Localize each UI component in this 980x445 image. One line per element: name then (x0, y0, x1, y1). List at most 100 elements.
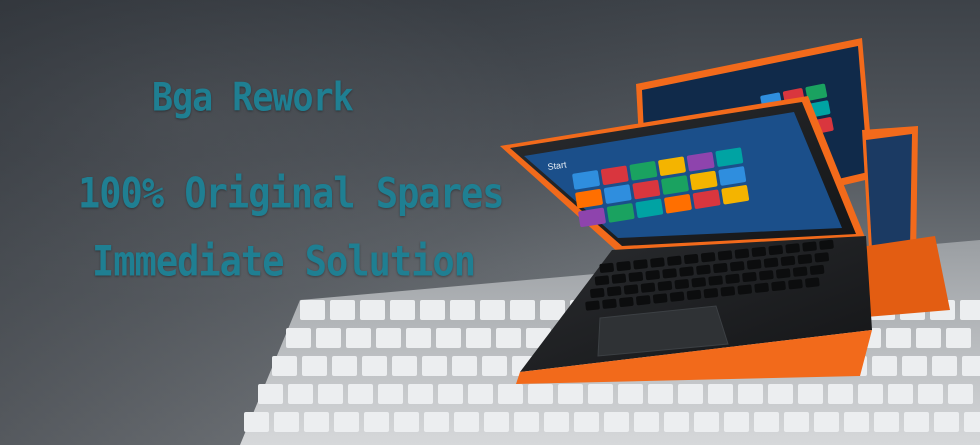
background-key (244, 412, 269, 432)
background-key (438, 384, 463, 404)
background-key (634, 412, 659, 432)
screen-tile (689, 170, 718, 191)
laptop-key (805, 277, 820, 288)
screen-tile (721, 185, 750, 205)
laptop-key (780, 255, 796, 266)
laptop-key (645, 270, 660, 281)
screen-tile (805, 83, 828, 101)
background-key (664, 412, 689, 432)
laptop-key (785, 243, 800, 254)
background-key (450, 300, 475, 320)
background-key (962, 356, 980, 376)
background-key (916, 328, 941, 348)
background-key (960, 300, 980, 320)
background-key (408, 384, 433, 404)
laptop-key (594, 275, 610, 286)
laptop-key (667, 255, 682, 266)
laptop-key (691, 277, 706, 288)
laptop-key (776, 268, 791, 279)
screen-tile (661, 175, 689, 195)
screen-tile (575, 188, 603, 209)
background-key (454, 412, 479, 432)
laptop-key (763, 257, 779, 268)
laptop-key (730, 261, 745, 272)
background-key (528, 384, 553, 404)
laptop-key (802, 241, 817, 252)
laptop-key (759, 270, 774, 281)
screen-tile (603, 184, 632, 204)
laptop-front: Start (500, 96, 872, 384)
laptop-key (590, 287, 605, 299)
screen-tile (686, 152, 715, 172)
screen-tile (629, 161, 658, 181)
laptop-touchpad (597, 305, 729, 357)
background-key (874, 412, 899, 432)
laptop-key (725, 273, 740, 284)
background-key (424, 412, 449, 432)
laptop-key (717, 250, 733, 261)
background-key (886, 328, 911, 348)
screen-tile (600, 165, 629, 185)
background-key (332, 356, 357, 376)
background-key (316, 328, 341, 348)
laptop-key (768, 245, 784, 256)
laptop-key (700, 252, 716, 263)
laptop-key (657, 280, 673, 291)
background-key (482, 356, 507, 376)
screen-tile (718, 166, 747, 186)
background-key (872, 356, 897, 376)
background-key (754, 412, 779, 432)
background-key (274, 412, 299, 432)
laptop-key (809, 264, 825, 275)
screen-tile (658, 156, 686, 176)
background-key (390, 300, 415, 320)
background-key (330, 300, 355, 320)
background-key (514, 412, 539, 432)
background-key (318, 384, 343, 404)
background-key (724, 412, 749, 432)
laptop-key (628, 271, 644, 282)
laptop-key (623, 284, 639, 295)
background-key (376, 328, 401, 348)
background-key (540, 300, 565, 320)
laptop-keyboard (585, 239, 834, 311)
laptop-key (616, 261, 631, 272)
background-key (618, 384, 643, 404)
screen-tile (635, 198, 664, 218)
screen-tiles (572, 147, 750, 228)
laptop-key (652, 293, 668, 304)
laptop-key (662, 268, 677, 279)
laptop-key (636, 295, 651, 306)
laptop-key (674, 279, 690, 290)
background-key (708, 384, 733, 404)
background-key (574, 412, 599, 432)
background-key (946, 328, 971, 348)
background-key (304, 412, 329, 432)
laptop-key (734, 248, 750, 259)
background-key (694, 412, 719, 432)
screen-tile (572, 170, 600, 190)
background-key (436, 328, 461, 348)
background-key (510, 300, 535, 320)
laptop-screen (524, 112, 842, 238)
laptop-key (606, 286, 622, 297)
laptop-key (703, 288, 719, 299)
laptop-key (669, 291, 685, 302)
background-key (888, 384, 913, 404)
background-key (844, 412, 869, 432)
laptop-key (746, 259, 762, 270)
background-key (948, 384, 973, 404)
screen-tile (632, 179, 661, 200)
background-key (422, 356, 447, 376)
background-key (392, 356, 417, 376)
laptop-key (788, 279, 803, 290)
background-key (932, 356, 957, 376)
screen-tile (692, 189, 721, 209)
laptop-key (737, 284, 752, 295)
background-key (544, 412, 569, 432)
background-key (964, 412, 980, 432)
background-key (828, 384, 853, 404)
background-key (648, 384, 673, 404)
laptop-key (720, 286, 736, 297)
